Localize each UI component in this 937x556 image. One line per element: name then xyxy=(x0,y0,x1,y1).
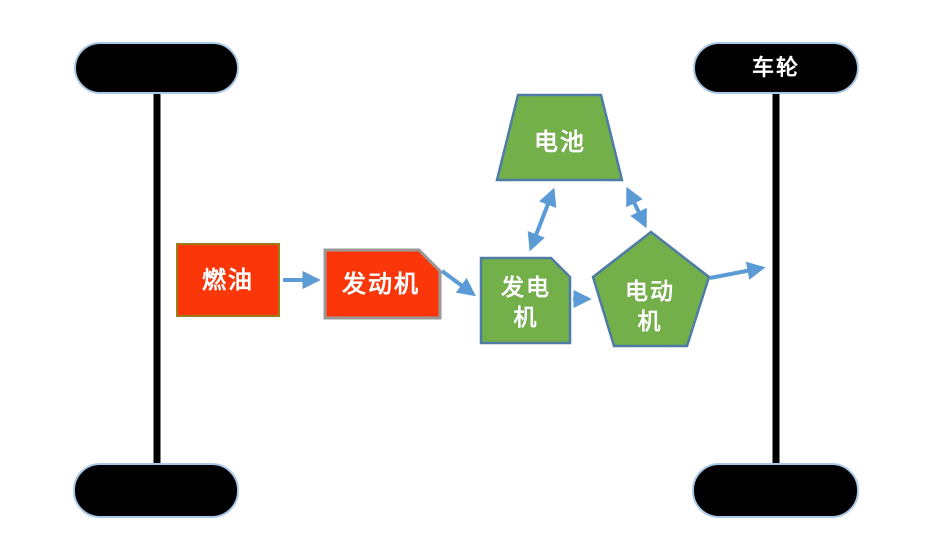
motor-label: 电动 机 xyxy=(625,276,675,336)
generator-label: 发电 机 xyxy=(501,272,551,332)
motor-label-line1: 电动 xyxy=(625,278,675,304)
fuel-label: 燃油 xyxy=(202,267,254,294)
wheel-top-left xyxy=(74,42,239,94)
wheel-bottom-right xyxy=(692,463,859,518)
arrow-engine-to-generator xyxy=(440,269,476,297)
generator-node-shape xyxy=(479,256,572,345)
arrow-generator-battery-bidirectional xyxy=(527,187,557,252)
arrow-motor-to-right-axle xyxy=(709,261,766,280)
wheel-top-right xyxy=(693,42,859,94)
fuel-node-shape xyxy=(176,243,280,317)
motor-label-line2: 机 xyxy=(637,308,663,334)
engine-label: 发动机 xyxy=(342,271,420,298)
wheel-label: 车轮 xyxy=(751,55,801,80)
battery-node-shape xyxy=(495,93,624,182)
battery-label: 电池 xyxy=(534,129,586,156)
arrow-battery-motor-bidirectional xyxy=(626,186,647,229)
generator-label-line1: 发电 xyxy=(501,274,551,300)
wheel-bottom-left xyxy=(73,463,239,518)
generator-label-line2: 机 xyxy=(513,304,539,330)
engine-node-shape xyxy=(323,248,442,320)
motor-node-shape xyxy=(591,230,711,348)
